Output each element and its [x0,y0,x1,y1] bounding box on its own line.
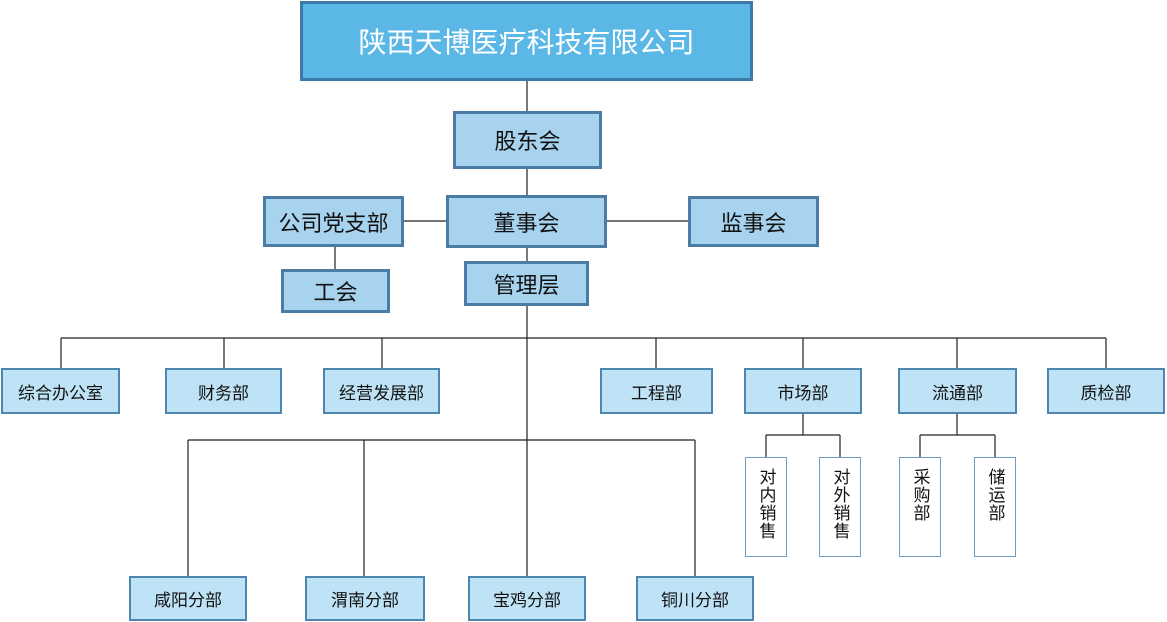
market-sub-external-sales: 对外销售 [819,457,861,557]
branch-baoji: 宝鸡分部 [468,576,586,621]
market-sub-domestic-sales: 对内销售 [745,457,787,557]
circulation-sub-storage-transport: 储运部 [974,457,1016,557]
dept-market: 市场部 [744,368,862,414]
board-box: 董事会 [446,195,607,248]
party-branch-box: 公司党支部 [263,196,404,247]
union-box: 工会 [281,269,390,313]
branch-xianyang: 咸阳分部 [129,576,247,621]
branch-tongchuan: 铜川分部 [636,576,754,621]
dept-engineering: 工程部 [600,368,713,414]
company-title-box: 陕西天博医疗科技有限公司 [300,1,753,81]
supervisors-box: 监事会 [688,196,819,247]
circulation-sub-purchasing: 采购部 [899,457,941,557]
dept-circulation: 流通部 [898,368,1017,414]
management-box: 管理层 [464,261,589,306]
dept-finance: 财务部 [165,368,282,414]
dept-general-office: 综合办公室 [1,368,120,414]
dept-business-development: 经营发展部 [323,368,440,414]
shareholders-box: 股东会 [453,111,602,169]
branch-weinan: 渭南分部 [305,576,425,621]
dept-quality-inspection: 质检部 [1047,368,1165,414]
